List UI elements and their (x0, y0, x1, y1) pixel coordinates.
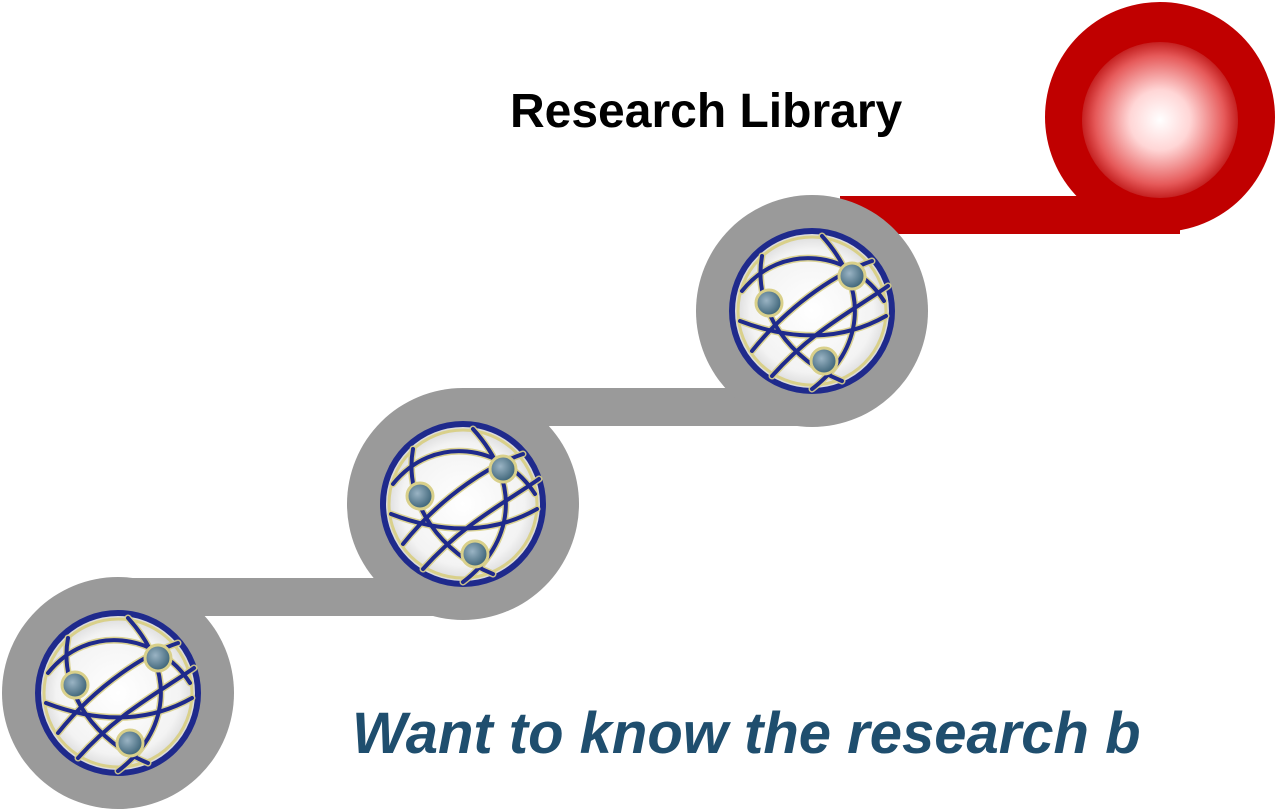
network-globe-icon (383, 424, 543, 584)
network-globe-icon (38, 613, 198, 773)
red-target-icon (1045, 2, 1275, 232)
network-globe-icon (732, 231, 892, 391)
tagline-text: Want to know the research b (352, 701, 1141, 766)
diagram-title: Research Library (510, 85, 903, 138)
